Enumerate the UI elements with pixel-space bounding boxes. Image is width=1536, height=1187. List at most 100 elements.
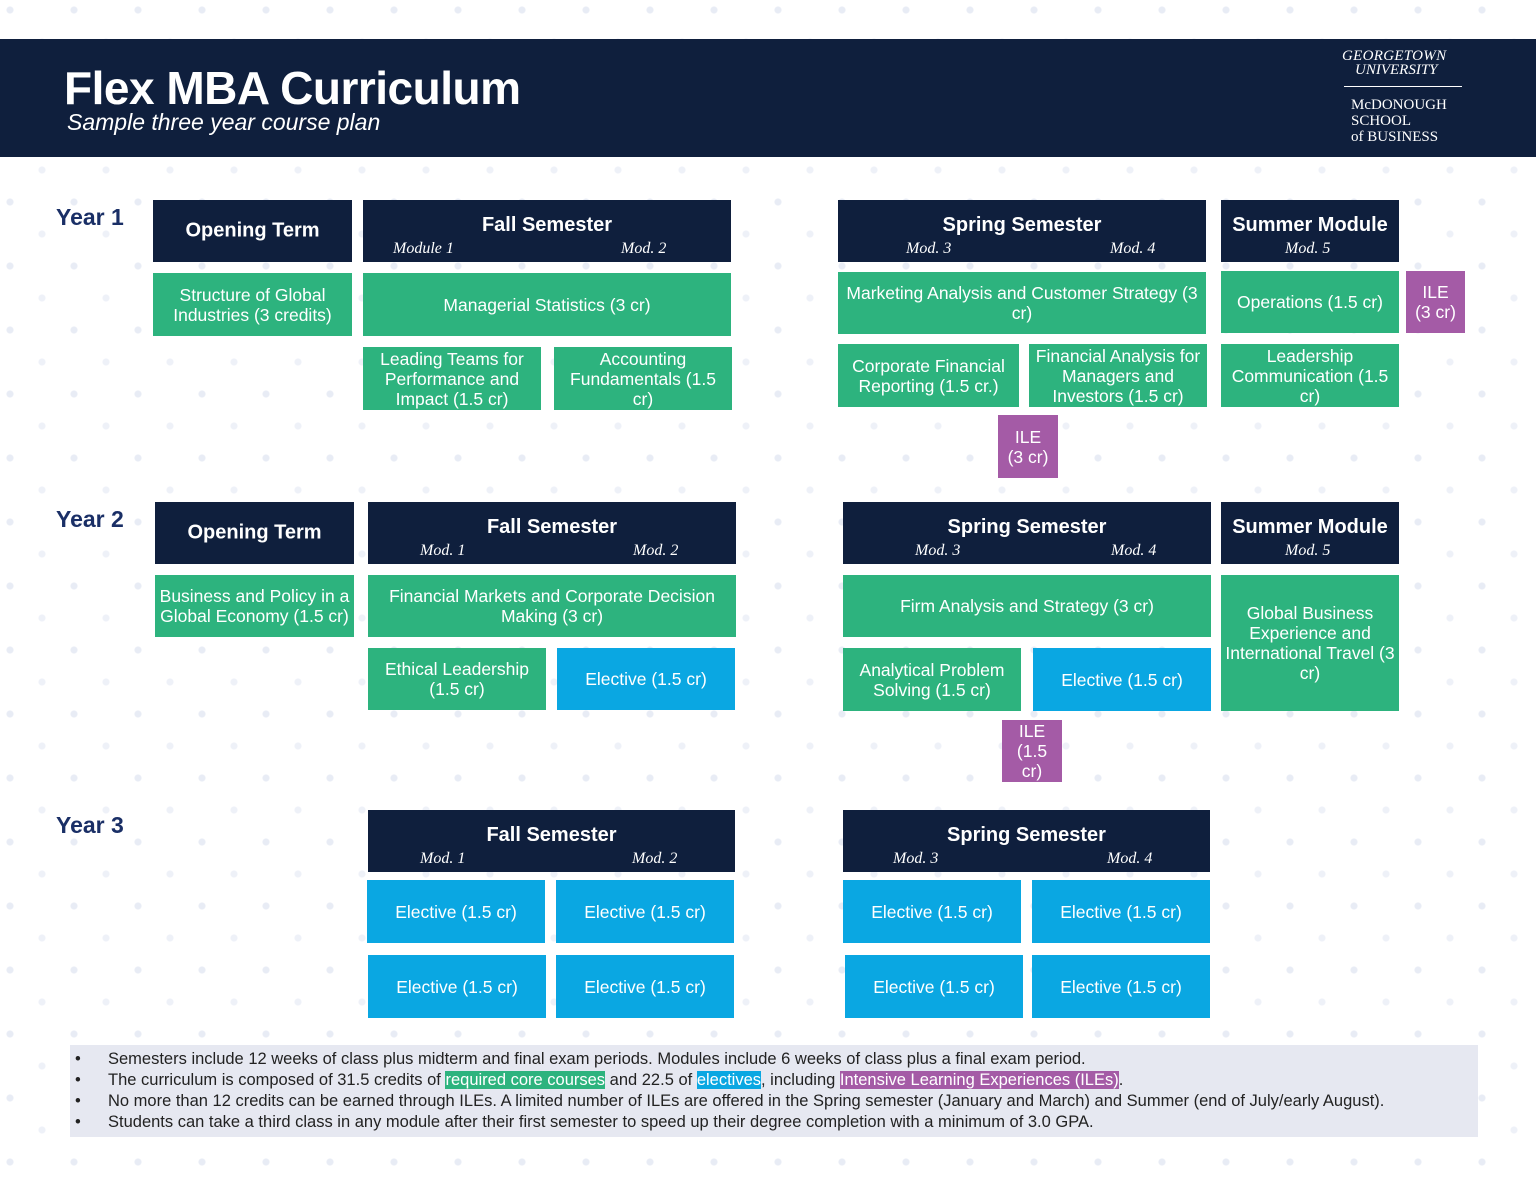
note-2-text-b: and 22.5 of xyxy=(605,1071,697,1089)
y1-spring-title: Spring Semester xyxy=(942,214,1102,236)
y1-opening-title: Opening Term xyxy=(185,219,320,242)
y1-summer-ile: ILE (3 cr) xyxy=(1406,271,1465,333)
y1-opening-term-header: Opening Term xyxy=(153,200,352,262)
y2-fall-title: Fall Semester xyxy=(486,516,618,538)
y1-spring-header: Spring Semester Mod. 3 Mod. 4 xyxy=(838,200,1206,262)
y2-fall-mod-left: Mod. 1 xyxy=(420,542,466,559)
georgetown-logo: GEORGETOWN UNIVERSITY McDONOUGH SCHOOL o… xyxy=(1342,48,1467,148)
y3-elective-3: Elective (1.5 cr) xyxy=(843,880,1021,943)
y2-spring-ile-credits: (1.5 cr) xyxy=(1016,741,1048,781)
course-global-business-experience: Global Business Experience and Internati… xyxy=(1221,575,1399,711)
note-3: • No more than 12 credits can be earned … xyxy=(75,1092,1385,1111)
note-2-elective-highlight: electives xyxy=(696,1071,762,1089)
y2-summer-header: Summer Module Mod. 5 xyxy=(1221,502,1399,564)
course-business-policy-global-economy: Business and Policy in a Global Economy … xyxy=(155,575,354,637)
y1-fall-mod-left: Module 1 xyxy=(393,240,454,257)
course-leading-teams: Leading Teams for Performance and Impact… xyxy=(363,347,541,410)
y3-spring-header: Spring Semester Mod. 3 Mod. 4 xyxy=(843,810,1210,872)
y2-spring-mod-left: Mod. 3 xyxy=(915,542,961,559)
year-2-label: Year 2 xyxy=(56,506,124,532)
note-4-text: Students can take a third class in any m… xyxy=(108,1113,1094,1131)
y1-summer-ile-label: ILE xyxy=(1422,282,1449,302)
y2-spring-mod-right: Mod. 4 xyxy=(1111,542,1157,559)
note-2-ile-highlight: Intensive Learning Experiences (ILEs) xyxy=(839,1071,1119,1089)
y3-spring-mod-right: Mod. 4 xyxy=(1107,850,1153,867)
y3-spring-mod-left: Mod. 3 xyxy=(893,850,939,867)
y1-spring-ile-credits: (3 cr) xyxy=(1007,446,1049,467)
year-3-label: Year 3 xyxy=(56,812,124,838)
course-analytical-problem-solving: Analytical Problem Solving (1.5 cr) xyxy=(843,648,1021,711)
page-subtitle: Sample three year course plan xyxy=(67,109,381,135)
logo-line-mcdonough: McDONOUGH xyxy=(1351,97,1447,113)
note-2-text-a: The curriculum is composed of 31.5 credi… xyxy=(108,1071,446,1089)
y1-summer-ile-credits: (3 cr) xyxy=(1415,302,1456,322)
y3-elective-6: Elective (1.5 cr) xyxy=(556,955,734,1018)
note-1: • Semesters include 12 weeks of class pl… xyxy=(75,1050,1086,1069)
note-3-text: No more than 12 credits can be earned th… xyxy=(108,1092,1385,1110)
y3-elective-7: Elective (1.5 cr) xyxy=(845,955,1023,1018)
y2-opening-title: Opening Term xyxy=(187,521,322,544)
logo-line-georgetown: GEORGETOWN xyxy=(1342,48,1447,64)
bullet: • xyxy=(75,1113,81,1131)
course-accounting-fundamentals: Accounting Fundamentals (1.5 cr) xyxy=(554,347,732,410)
course-firm-analysis: Firm Analysis and Strategy (3 cr) xyxy=(843,575,1211,637)
y3-elective-4: Elective (1.5 cr) xyxy=(1032,880,1210,943)
note-2-text-c: , including xyxy=(761,1071,840,1089)
y3-elective-1: Elective (1.5 cr) xyxy=(367,880,545,943)
y3-fall-header: Fall Semester Mod. 1 Mod. 2 xyxy=(368,810,735,872)
page-title: Flex MBA Curriculum xyxy=(64,62,521,114)
y1-spring-mod-left: Mod. 3 xyxy=(906,240,952,257)
bullet: • xyxy=(75,1092,81,1110)
y3-elective-5: Elective (1.5 cr) xyxy=(368,955,546,1018)
y2-spring-ile: ILE (1.5 cr) xyxy=(1002,720,1062,782)
y1-spring-ile: ILE (3 cr) xyxy=(998,415,1058,478)
y2-summer-title: Summer Module xyxy=(1232,516,1388,538)
course-ethical-leadership: Ethical Leadership (1.5 cr) xyxy=(368,648,546,710)
y1-summer-title: Summer Module xyxy=(1232,214,1388,236)
bullet: • xyxy=(75,1050,81,1068)
bullet: • xyxy=(75,1071,81,1089)
note-2-text-d: . xyxy=(1118,1071,1124,1089)
y1-summer-header: Summer Module Mod. 5 xyxy=(1221,200,1399,262)
y3-fall-title: Fall Semester xyxy=(486,824,617,846)
y2-fall-elective: Elective (1.5 cr) xyxy=(557,648,735,710)
logo-line-university: UNIVERSITY xyxy=(1355,62,1438,78)
y3-fall-mod-left: Mod. 1 xyxy=(420,850,466,867)
y3-fall-mod-right: Mod. 2 xyxy=(632,850,678,867)
y2-opening-term-header: Opening Term xyxy=(155,502,354,564)
y2-summer-mod: Mod. 5 xyxy=(1285,542,1331,559)
y3-elective-8: Elective (1.5 cr) xyxy=(1032,955,1210,1018)
course-marketing-analysis: Marketing Analysis and Customer Strategy… xyxy=(838,272,1206,334)
note-2: • The curriculum is composed of 31.5 cre… xyxy=(75,1071,1124,1090)
y2-spring-ile-label: ILE xyxy=(1018,721,1046,741)
y2-spring-elective: Elective (1.5 cr) xyxy=(1033,648,1211,711)
note-4: • Students can take a third class in any… xyxy=(75,1113,1094,1132)
y1-fall-title: Fall Semester xyxy=(481,214,613,236)
notes-panel: • Semesters include 12 weeks of class pl… xyxy=(70,1045,1478,1137)
note-2-core-highlight: required core courses xyxy=(445,1071,606,1089)
year-1-label: Year 1 xyxy=(56,204,124,230)
note-1-text: Semesters include 12 weeks of class plus… xyxy=(108,1050,1086,1068)
y2-fall-header: Fall Semester Mod. 1 Mod. 2 xyxy=(368,502,736,564)
y2-spring-header: Spring Semester Mod. 3 Mod. 4 xyxy=(843,502,1211,564)
y1-spring-mod-right: Mod. 4 xyxy=(1110,240,1156,257)
course-financial-analysis: Financial Analysis for Managers and Inve… xyxy=(1029,344,1207,407)
course-managerial-statistics: Managerial Statistics (3 cr) xyxy=(363,273,731,336)
y2-fall-mod-right: Mod. 2 xyxy=(633,542,679,559)
y3-elective-2: Elective (1.5 cr) xyxy=(556,880,734,943)
logo-divider xyxy=(1344,86,1462,87)
page-header: Flex MBA Curriculum Sample three year co… xyxy=(0,39,1536,157)
logo-line-business: of BUSINESS xyxy=(1351,129,1439,145)
y1-fall-mod-right: Mod. 2 xyxy=(621,240,667,257)
y2-spring-title: Spring Semester xyxy=(947,516,1107,538)
logo-line-school: SCHOOL xyxy=(1351,113,1412,129)
course-corporate-financial-reporting: Corporate Financial Reporting (1.5 cr.) xyxy=(838,344,1019,407)
y3-spring-title: Spring Semester xyxy=(947,824,1106,846)
course-operations: Operations (1.5 cr) xyxy=(1221,271,1399,333)
course-financial-markets: Financial Markets and Corporate Decision… xyxy=(368,575,736,637)
y1-spring-ile-label: ILE xyxy=(1014,426,1042,447)
y1-summer-mod: Mod. 5 xyxy=(1285,240,1331,257)
course-structure-global-industries: Structure of Global Industries (3 credit… xyxy=(153,273,352,336)
y1-fall-header: Fall Semester Module 1 Mod. 2 xyxy=(363,200,731,262)
course-leadership-communication: Leadership Communication (1.5 cr) xyxy=(1221,344,1399,407)
